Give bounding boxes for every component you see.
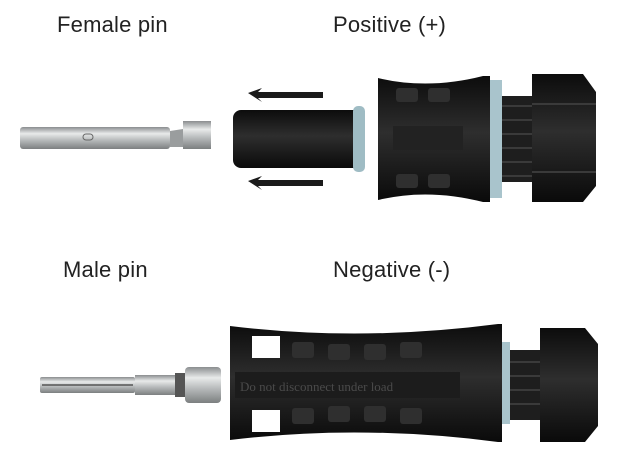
engraving-text: Do not disconnect under load [240, 379, 394, 394]
male-pin-label: Male pin [63, 257, 148, 282]
negative-connector-image: Do not disconnect under load [230, 324, 598, 442]
female-pin-label: Female pin [57, 12, 168, 37]
positive-label: Positive (+) [333, 12, 447, 37]
male-pin-image [40, 367, 221, 403]
female-pin-image [20, 121, 211, 149]
negative-label: Negative (-) [333, 257, 451, 282]
positive-connector-image [233, 74, 596, 202]
